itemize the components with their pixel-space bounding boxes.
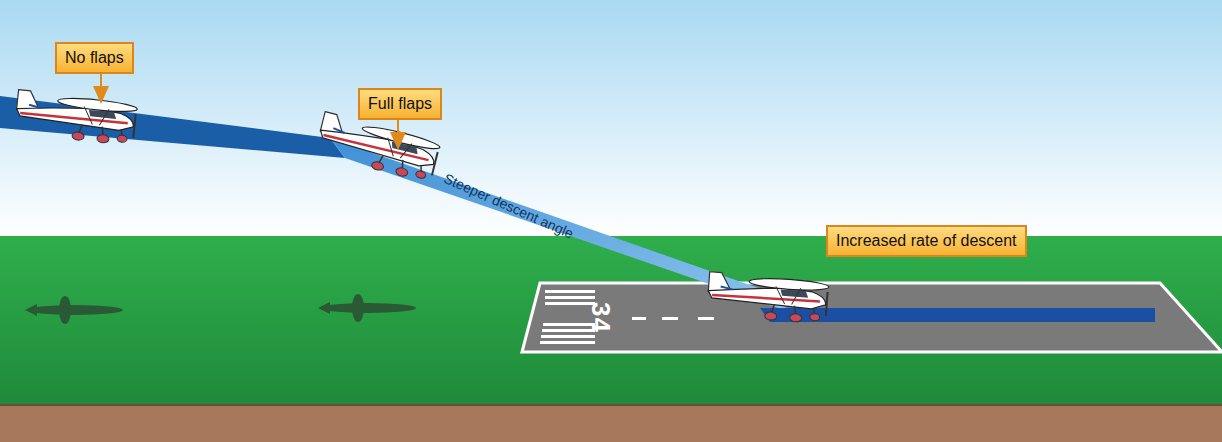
plane-shadow [25, 296, 123, 324]
runway-number: 34 [585, 302, 616, 333]
callout-box: No flaps [55, 42, 134, 74]
callout-text: No flaps [65, 48, 124, 68]
grass [0, 236, 1222, 406]
callout-text: Full flaps [368, 94, 432, 114]
callout-text: Increased rate of descent [836, 231, 1017, 251]
airplane [707, 272, 830, 324]
leader-arrow [397, 118, 399, 142]
path-label: Steeper descent angle [441, 170, 576, 242]
soil-edge [0, 404, 1222, 406]
runway [522, 283, 1222, 352]
shallow-path-band [0, 96, 345, 158]
airplane [315, 112, 442, 184]
sky [0, 0, 1222, 238]
callout-box: Full flaps [358, 88, 442, 120]
soil [0, 405, 1222, 442]
plane-shadow [318, 294, 416, 322]
airplane [14, 90, 138, 146]
leader-arrow [100, 74, 102, 96]
callout-box: Increased rate of descent [826, 225, 1027, 257]
centerline [632, 317, 714, 320]
